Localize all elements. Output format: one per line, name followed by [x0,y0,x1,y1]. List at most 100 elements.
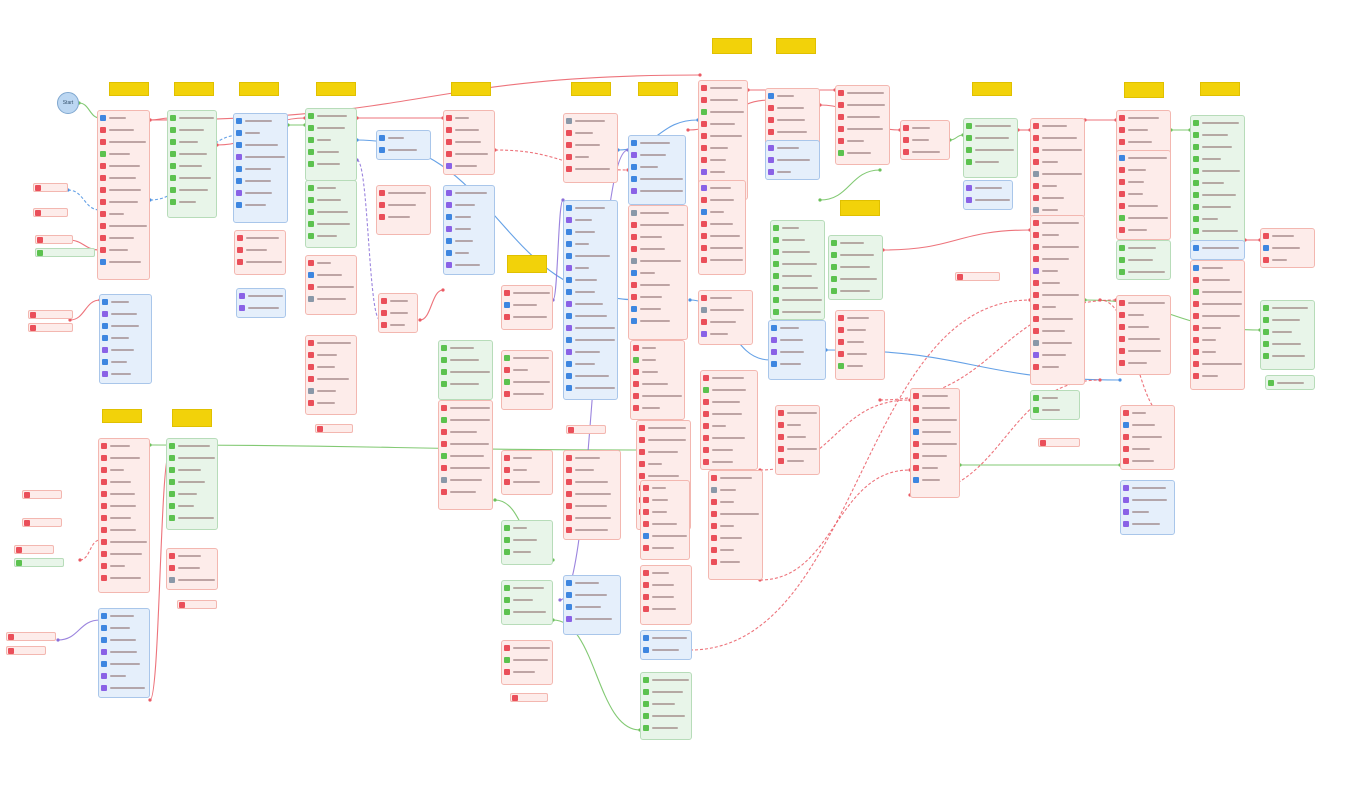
flow-step[interactable] [169,442,215,450]
flow-step[interactable] [170,186,214,194]
flow-step[interactable] [913,464,957,472]
flow-step[interactable] [831,287,880,295]
flow-step[interactable] [1123,457,1172,465]
flow-step[interactable] [913,392,957,400]
flow-step[interactable] [1123,484,1172,492]
flow-step[interactable] [701,256,743,264]
flow-step[interactable] [566,276,615,284]
flow-step[interactable] [446,150,492,158]
node-group[interactable] [630,340,685,420]
flow-step[interactable] [838,362,882,370]
flow-step[interactable] [701,144,745,152]
flow-step[interactable] [566,312,615,320]
flow-step[interactable] [768,92,817,100]
flow-step[interactable] [701,232,743,240]
flow-step[interactable] [701,208,743,216]
connector-line[interactable] [79,539,101,561]
flow-step[interactable] [504,313,550,321]
flow-step[interactable] [633,380,682,388]
flow-step[interactable] [566,216,615,224]
flow-step[interactable] [1119,323,1168,331]
flow-step[interactable] [1119,166,1168,174]
flow-step[interactable] [236,141,285,149]
flow-step[interactable] [441,344,490,352]
flow-step[interactable] [643,520,687,528]
flow-step[interactable] [101,636,147,644]
flow-step[interactable] [566,603,618,611]
flow-step[interactable] [913,428,957,436]
flow-step[interactable] [504,454,550,462]
flow-step[interactable] [838,113,887,121]
node-group[interactable] [698,290,753,345]
flow-step[interactable] [566,348,615,356]
node-group[interactable] [640,630,692,660]
node-group[interactable] [910,388,960,498]
flow-step[interactable] [566,384,615,392]
flow-step[interactable] [913,476,957,484]
node-group[interactable] [1030,215,1085,385]
flow-step[interactable] [1033,327,1082,335]
flow-node[interactable] [28,323,73,332]
flow-step[interactable] [1193,191,1242,199]
flow-step[interactable] [1033,231,1082,239]
flow-step[interactable] [504,608,550,616]
flow-step[interactable] [504,524,550,532]
connector-line[interactable] [419,289,444,321]
flow-step[interactable] [169,466,215,474]
flow-step[interactable] [566,288,615,296]
flow-step[interactable] [101,466,147,474]
flow-step[interactable] [308,375,354,383]
node-group[interactable] [1260,300,1315,370]
flow-step[interactable] [1193,119,1242,127]
flow-step[interactable] [170,174,214,182]
flow-step[interactable] [778,409,817,417]
flow-step[interactable] [1119,268,1168,276]
node-group[interactable] [305,180,357,248]
flow-step[interactable] [170,126,214,134]
flow-step[interactable] [101,550,147,558]
flow-step[interactable] [711,498,760,506]
flow-step[interactable] [566,324,615,332]
flow-step[interactable] [711,522,760,530]
flow-step[interactable] [446,189,492,197]
flow-step[interactable] [966,122,1015,130]
flow-step[interactable] [1268,379,1312,387]
flow-step[interactable] [566,153,615,161]
node-group[interactable] [1116,150,1171,240]
start-node[interactable]: Start [57,92,79,114]
flow-step[interactable] [778,421,817,429]
flow-step[interactable] [643,646,689,654]
flow-step[interactable] [1193,372,1242,380]
flow-step[interactable] [1263,256,1312,264]
flow-node[interactable] [177,600,217,609]
flow-step[interactable] [1123,508,1172,516]
flow-step[interactable] [441,476,490,484]
flow-step[interactable] [169,490,215,498]
flow-step[interactable] [778,445,817,453]
flow-step[interactable] [768,104,817,112]
flow-step[interactable] [237,234,283,242]
node-group[interactable] [443,185,495,275]
flow-step[interactable] [1263,304,1312,312]
node-group[interactable] [640,672,692,740]
flow-step[interactable] [504,390,550,398]
flow-step[interactable] [711,486,760,494]
flow-step[interactable] [308,160,354,168]
flow-step[interactable] [643,581,689,589]
flow-step[interactable] [1119,190,1168,198]
flow-step[interactable] [771,360,823,368]
flow-step[interactable] [101,660,147,668]
flow-step[interactable] [101,478,147,486]
flow-step[interactable] [504,536,550,544]
flow-step[interactable] [1119,359,1168,367]
flow-step[interactable] [102,322,149,330]
flow-step[interactable] [446,138,492,146]
flow-step[interactable] [170,138,214,146]
flow-step[interactable] [236,129,285,137]
flow-step[interactable] [631,163,683,171]
flow-step[interactable] [308,220,354,228]
flow-step[interactable] [1119,138,1168,146]
flow-node[interactable] [35,248,95,257]
flow-step[interactable] [1119,226,1168,234]
flow-step[interactable] [100,246,147,254]
